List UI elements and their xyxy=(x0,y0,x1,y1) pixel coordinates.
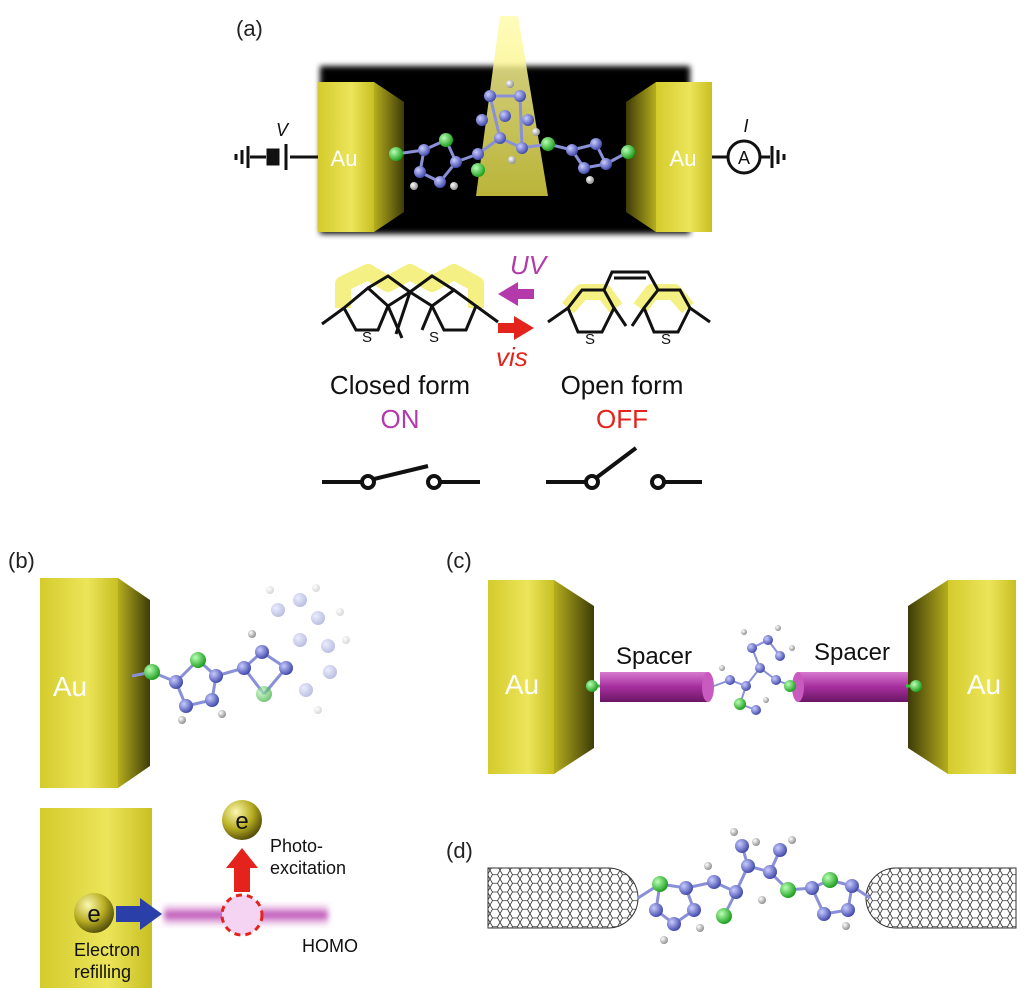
electron-excited: e xyxy=(222,800,262,840)
electrode-right-a: Au xyxy=(626,82,712,232)
open-form-state: OFF xyxy=(596,404,648,434)
nanotube-right xyxy=(865,867,1017,929)
spacer-right-label: Spacer xyxy=(814,639,890,666)
electron-refill: e xyxy=(74,893,114,933)
panel-a-label: (a) xyxy=(236,16,263,41)
molecule-c xyxy=(713,625,796,715)
electrode-right-c-label: Au xyxy=(967,669,1001,700)
photoexcitation-arrow xyxy=(226,848,258,892)
closed-sulfur-right: S xyxy=(429,329,439,346)
uv-label: UV xyxy=(510,250,549,280)
voltage-label: V xyxy=(276,120,290,140)
electrode-left-a: Au xyxy=(318,82,404,232)
svg-text:e: e xyxy=(235,808,248,835)
svg-text:e: e xyxy=(87,901,100,928)
closed-form-label: Closed form xyxy=(330,370,470,400)
electrode-left-c: Au xyxy=(488,580,594,774)
electrode-left-c-label: Au xyxy=(505,669,539,700)
open-form-structure: S S xyxy=(547,270,711,348)
light-beam xyxy=(476,16,548,196)
spacer-left: Spacer xyxy=(586,643,714,702)
photoexcitation-line1: Photo- xyxy=(270,836,323,856)
electrode-b-label: Au xyxy=(53,671,87,702)
electrode-left-a-label: Au xyxy=(331,146,358,171)
closed-sulfur-left: S xyxy=(362,329,372,346)
electrode-right-a-label: Au xyxy=(670,146,697,171)
current-label: I xyxy=(743,116,748,136)
vis-arrow xyxy=(498,316,534,340)
refilling-line2: refilling xyxy=(74,962,131,982)
spacer-left-label: Spacer xyxy=(616,643,692,670)
spacer-right: Spacer xyxy=(792,639,922,702)
molecule-b xyxy=(131,584,350,724)
uv-arrow xyxy=(498,282,534,306)
voltage-source xyxy=(234,144,318,170)
homo-label: HOMO xyxy=(302,936,358,956)
molecule-d xyxy=(637,828,871,944)
closed-form-state: ON xyxy=(381,404,420,434)
ammeter-circuit xyxy=(712,139,786,175)
panel-c-label: (c) xyxy=(446,548,472,573)
open-form-label: Open form xyxy=(561,370,684,400)
hole-circle xyxy=(220,893,264,937)
switch-closed xyxy=(322,464,480,490)
vis-label: vis xyxy=(496,342,528,372)
open-sulfur-left: S xyxy=(585,331,595,348)
electrode-b: Au xyxy=(40,578,150,788)
nanotube-left xyxy=(487,867,639,929)
atoms-a xyxy=(389,80,635,190)
ammeter-symbol: A xyxy=(738,148,750,168)
electrode-right-c: Au xyxy=(908,580,1016,774)
switch-open xyxy=(546,446,702,490)
panel-d-label: (d) xyxy=(446,838,473,863)
closed-form-structure: S S xyxy=(321,264,499,346)
photoexcitation-line2: excitation xyxy=(270,858,346,878)
refilling-line1: Electron xyxy=(74,940,140,960)
refilling-arrow xyxy=(116,898,162,930)
panel-b-label: (b) xyxy=(8,548,35,573)
open-sulfur-right: S xyxy=(661,331,671,348)
